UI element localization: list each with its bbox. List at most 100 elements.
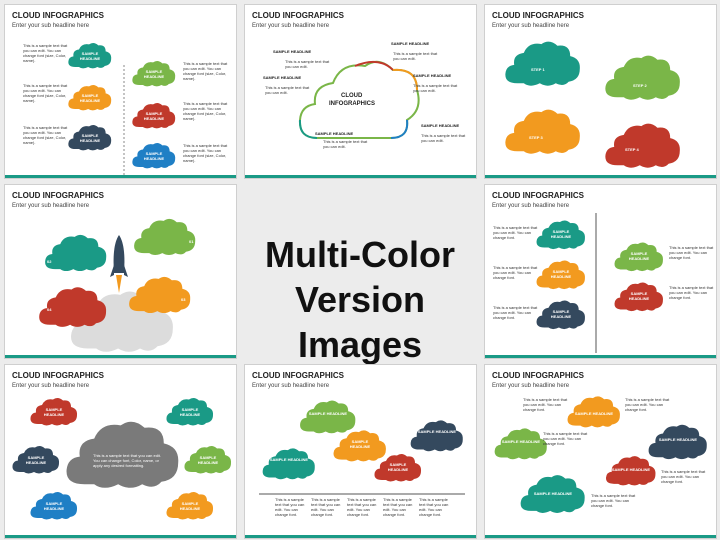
step-label: STEP 2 <box>633 83 647 88</box>
cloud-label: SAMPLE HEADLINE <box>550 309 572 319</box>
step-label: STEP 3 <box>529 135 543 140</box>
cloud-label: SAMPLE HEADLINE <box>143 151 165 161</box>
slide-title: CLOUD INFOGRAPHICS <box>492 371 584 380</box>
thumbnail-slide-1[interactable]: CLOUD INFOGRAPHICS Enter your sub headli… <box>4 4 237 179</box>
cloud-teal <box>41 231 111 273</box>
cloud-label: SAMPLE HEADLINE <box>658 437 698 442</box>
timeline-line <box>123 65 125 175</box>
slide-subtitle: Enter your sub headline here <box>12 383 90 389</box>
headline: SAMPLE HEADLINE <box>263 75 302 80</box>
cloud-red <box>35 283 111 329</box>
cloud-outline <box>298 60 420 139</box>
body-text: This is a sample text that you can edit.… <box>23 125 68 145</box>
body-text: This is a sample text that you can edit.… <box>493 265 538 280</box>
thumbnail-slide-7[interactable]: CLOUD INFOGRAPHICS Enter your sub headli… <box>244 364 477 539</box>
cloud-step-3 <box>503 103 583 158</box>
body-text: This is a sample text that you can edit.… <box>183 101 228 121</box>
body-text: This is a sample text that you can edit.… <box>383 497 413 517</box>
headline: SAMPLE HEADLINE <box>391 41 430 46</box>
center-heading: Multi-Color Version Images <box>250 232 470 367</box>
slide-title: CLOUD INFOGRAPHICS <box>12 11 104 20</box>
cloud-title-1: CLOUD <box>341 93 363 99</box>
center-line-2: Version Images <box>294 279 426 365</box>
cloud-label: SAMPLE HEADLINE <box>349 439 371 449</box>
body-text: This is a sample text that you can edit. <box>393 51 438 61</box>
body-text: This is a sample text that you can edit.… <box>493 305 538 320</box>
center-line-1: Multi-Color <box>265 234 455 275</box>
body-text: This is a sample text that you can edit.… <box>311 497 341 517</box>
cloud-label: SAMPLE HEADLINE <box>43 501 65 511</box>
body-text: This is a sample text that you can edit.… <box>669 245 714 260</box>
body-text: This is a sample text that you can edit.… <box>661 469 706 484</box>
step-label: STEP 1 <box>531 67 545 72</box>
timeline-axis <box>259 493 465 495</box>
slide-subtitle: Enter your sub headline here <box>492 23 570 29</box>
slide-title: CLOUD INFOGRAPHICS <box>252 371 344 380</box>
cloud-label: SAMPLE HEADLINE <box>628 251 650 261</box>
slide-title: CLOUD INFOGRAPHICS <box>12 371 104 380</box>
cloud-label: SAMPLE HEADLINE <box>197 455 219 465</box>
thumbnail-slide-2[interactable]: CLOUD INFOGRAPHICS Enter your sub headli… <box>244 4 477 179</box>
body-text: This is a sample text that you can edit.… <box>347 497 377 517</box>
slide-title: CLOUD INFOGRAPHICS <box>252 11 344 20</box>
body-text: This is a sample text that you can edit.… <box>625 397 670 412</box>
cloud-label: SAMPLE HEADLINE <box>550 229 572 239</box>
slide-subtitle: Enter your sub headline here <box>252 23 330 29</box>
cloud-label: SAMPLE HEADLINE <box>79 51 101 61</box>
body-text: This is a sample text that you can edit.… <box>419 497 449 517</box>
number-04: 04 <box>47 307 52 312</box>
body-text: This is a sample text that you can edit. <box>285 59 330 69</box>
cloud-label: SAMPLE HEADLINE <box>417 429 457 434</box>
cloud-label: SAMPLE HEADLINE <box>179 501 201 511</box>
thumbnail-slide-3[interactable]: CLOUD INFOGRAPHICS Enter your sub headli… <box>484 4 717 179</box>
cloud-step-4 <box>603 117 683 172</box>
slide-title: CLOUD INFOGRAPHICS <box>492 191 584 200</box>
cloud-title-2: INFOGRAPHICS <box>329 101 376 107</box>
cloud-label: SAMPLE HEADLINE <box>143 111 165 121</box>
body-text: This is a sample text that you can edit.… <box>591 493 636 508</box>
slide-title: CLOUD INFOGRAPHICS <box>492 11 584 20</box>
cloud-label: SAMPLE HEADLINE <box>574 411 614 416</box>
cloud-step-2 <box>603 49 683 104</box>
body-text: This is a sample text that you can edit.… <box>669 285 714 300</box>
body-text: This is a sample text that you can edit.… <box>183 143 228 163</box>
headline: SAMPLE HEADLINE <box>273 49 312 54</box>
headline: SAMPLE HEADLINE <box>421 123 460 128</box>
cloud-label: SAMPLE HEADLINE <box>143 69 165 79</box>
cloud-label: SAMPLE HEADLINE <box>628 291 650 301</box>
slide-subtitle: Enter your sub headline here <box>492 383 570 389</box>
number-02: 02 <box>47 259 52 264</box>
slide-subtitle: Enter your sub headline here <box>252 383 330 389</box>
body-text: This is a sample text that you can edit.… <box>493 225 538 240</box>
slide-title: CLOUD INFOGRAPHICS <box>12 191 104 200</box>
cloud-step-1 <box>503 35 583 90</box>
body-text: This is a sample text that you can edit.… <box>543 431 588 446</box>
thumbnail-slide-4[interactable]: CLOUD INFOGRAPHICS Enter your sub headli… <box>4 184 237 359</box>
slide-subtitle: Enter your sub headline here <box>12 23 90 29</box>
body-text: This is a sample text that you can edit.… <box>523 397 568 412</box>
cloud-label: SAMPLE HEADLINE <box>269 457 309 462</box>
cloud-label: SAMPLE HEADLINE <box>179 407 201 417</box>
thumbnail-slide-6[interactable]: CLOUD INFOGRAPHICS Enter your sub headli… <box>4 364 237 539</box>
slide-subtitle: Enter your sub headline here <box>12 203 90 209</box>
cloud-label: SAMPLE HEADLINE <box>550 269 572 279</box>
slide-subtitle: Enter your sub headline here <box>492 203 570 209</box>
cloud-lime <box>130 215 200 257</box>
body-text: This is a sample text that you can edit.… <box>93 453 162 468</box>
cloud-orange <box>125 273 195 315</box>
cloud-label: SAMPLE HEADLINE <box>501 439 541 444</box>
body-text: This is a sample text that you can edit. <box>421 133 466 143</box>
cloud-label: SAMPLE HEADLINE <box>533 491 573 496</box>
body-text: This is a sample text that you can edit. <box>413 83 458 93</box>
body-text: This is a sample text that you can edit.… <box>275 497 305 517</box>
thumbnail-slide-5[interactable]: CLOUD INFOGRAPHICS Enter your sub headli… <box>484 184 717 359</box>
cloud-label: SAMPLE HEADLINE <box>387 462 409 472</box>
cloud-label: SAMPLE HEADLINE <box>308 411 348 416</box>
number-03: 03 <box>181 297 186 302</box>
step-label: STEP 4 <box>625 147 639 152</box>
thumbnail-slide-8[interactable]: CLOUD INFOGRAPHICS Enter your sub headli… <box>484 364 717 539</box>
cloud-label: SAMPLE HEADLINE <box>79 133 101 143</box>
cloud-label: SAMPLE HEADLINE <box>79 93 101 103</box>
number-01: 01 <box>189 239 194 244</box>
cloud-label: SAMPLE HEADLINE <box>25 455 47 465</box>
